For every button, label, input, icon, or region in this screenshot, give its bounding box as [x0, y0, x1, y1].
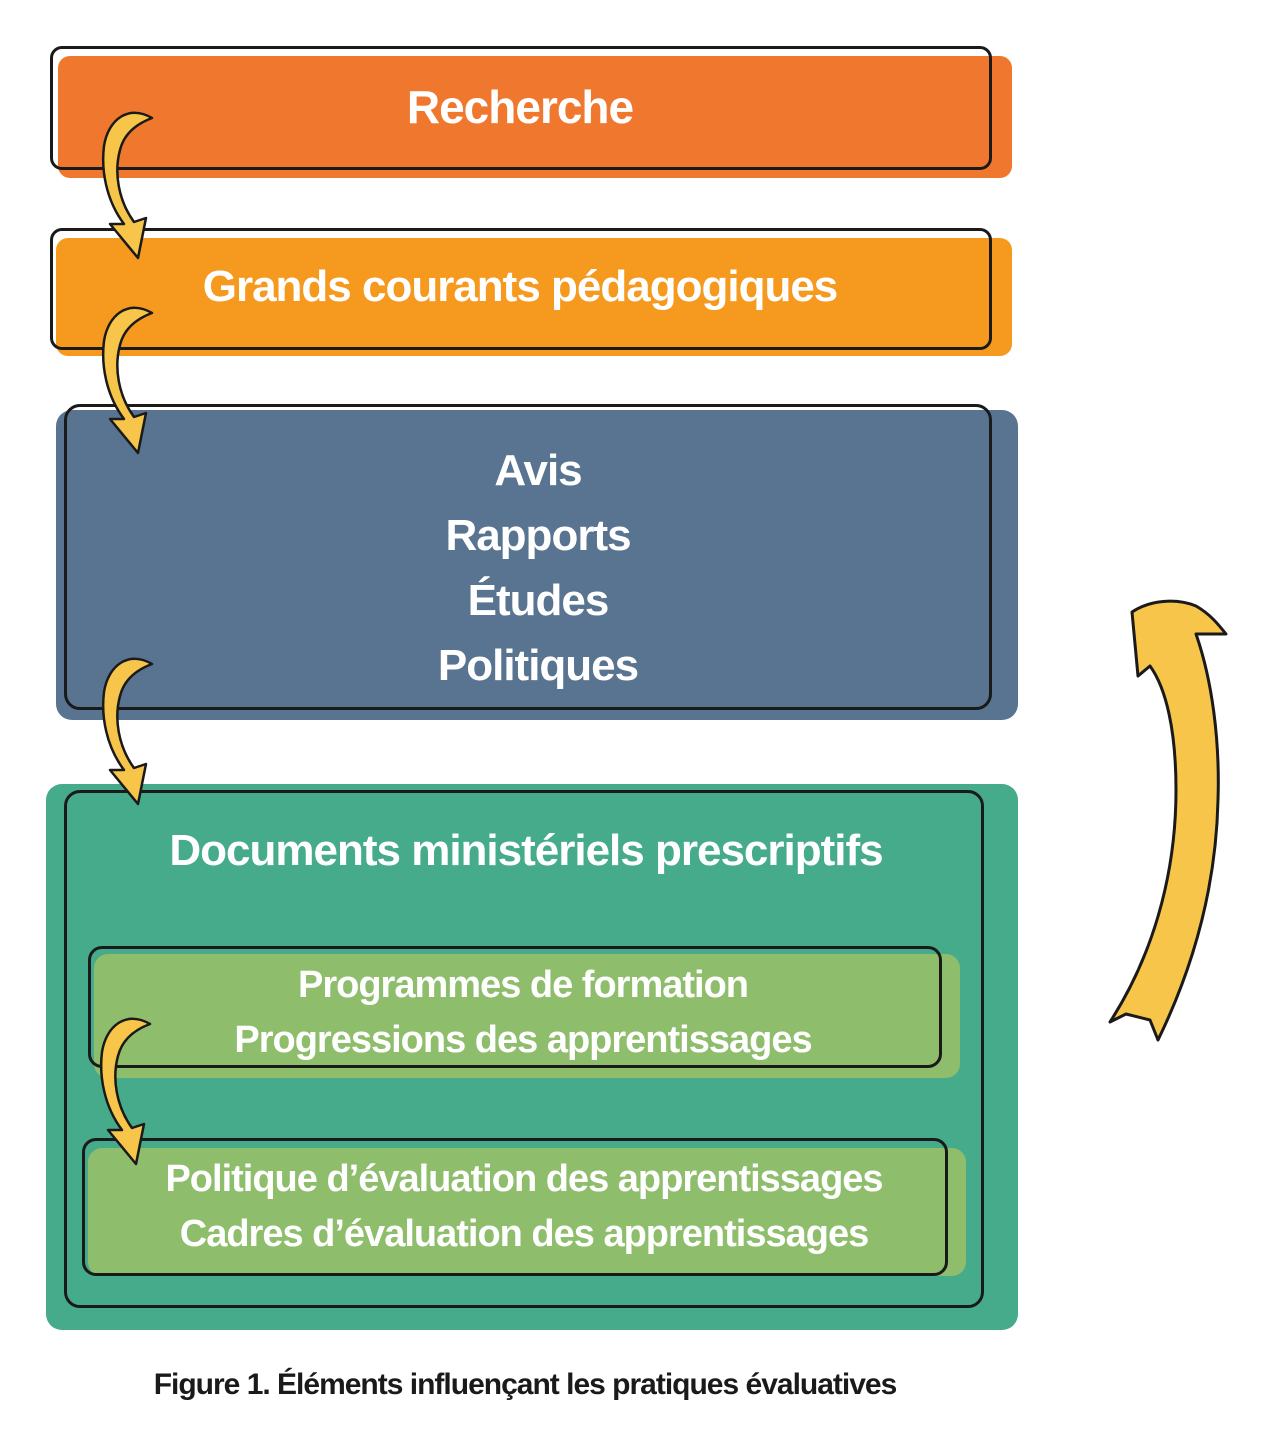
sub-box-politique-evaluation: Politique d’évaluation des apprentissage…: [82, 1138, 966, 1276]
arrow-programmes-to-politique-icon: [99, 1017, 152, 1166]
box-documents-ministeriels: Documents ministériels prescriptifs Prog…: [46, 778, 1018, 1330]
sub-box-programmes-labels: Programmes de formation Progressions des…: [88, 958, 958, 1068]
box-grands-courants-fill: [56, 238, 1012, 356]
sub-box-programmes: Programmes de formation Progressions des…: [88, 946, 960, 1078]
sub-box-politique-fill: [88, 1148, 966, 1276]
sub-box-programmes-outline: [88, 946, 942, 1068]
sub-box-programmes-fill: [94, 954, 960, 1078]
box-grands-courants: Grands courants pédagogiques: [50, 228, 1012, 358]
arrow-avis-to-documents-icon: [101, 657, 154, 806]
label-rapports: Rapports: [445, 511, 631, 560]
box-avis-rapports-fill: [56, 410, 1018, 720]
box-recherche: Recherche: [50, 46, 1012, 180]
label-programmes: Programmes de formation: [298, 964, 749, 1006]
label-avis: Avis: [494, 446, 582, 495]
sub-box-politique-outline: [82, 1138, 948, 1276]
label-cadres-evaluation: Cadres d’évaluation des apprentissages: [179, 1213, 870, 1255]
arrow-courants-to-avis-icon: [101, 306, 154, 455]
box-recherche-fill: [58, 56, 1012, 178]
figure-caption: Figure 1. Éléments influençant les prati…: [153, 1368, 898, 1401]
box-documents-label: Documents ministériels prescriptifs: [169, 826, 883, 875]
label-politiques: Politiques: [437, 641, 639, 690]
box-grands-courants-label: Grands courants pédagogiques: [202, 262, 839, 311]
box-documents-outline: [64, 790, 984, 1308]
box-avis-rapports-outline: [64, 404, 992, 710]
arrow-recherche-to-courants-icon: [101, 111, 154, 260]
label-politique-evaluation: Politique d’évaluation des apprentissage…: [165, 1158, 883, 1200]
sub-box-politique-labels: Politique d’évaluation des apprentissage…: [82, 1152, 966, 1262]
arrow-return-up-icon: [1108, 599, 1228, 1042]
label-progressions: Progressions des apprentissages: [234, 1019, 812, 1061]
box-recherche-label: Recherche: [406, 81, 634, 133]
box-grands-courants-outline: [50, 228, 992, 350]
box-avis-rapports: Avis Rapports Études Politiques: [56, 404, 1018, 720]
label-etudes: Études: [467, 576, 610, 625]
box-avis-rapports-labels: Avis Rapports Études Politiques: [56, 438, 1020, 698]
box-recherche-outline: [50, 46, 992, 170]
